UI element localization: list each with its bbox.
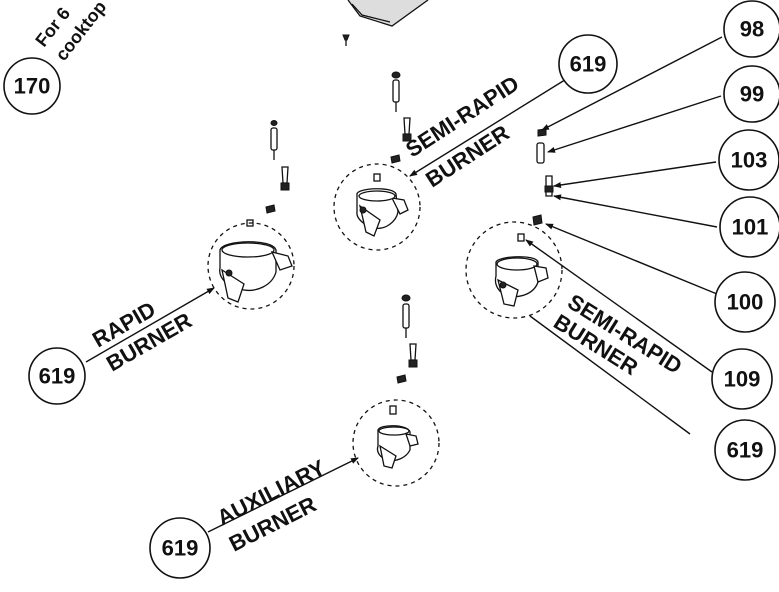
- callout-619-auxiliary-number: 619: [162, 536, 199, 561]
- callout-619-semi-rapid-right: 619: [714, 419, 776, 481]
- callout-619-rapid-number: 619: [39, 364, 76, 389]
- callout-619-rapid: 619: [28, 347, 86, 405]
- callout-170-number: 170: [14, 74, 51, 99]
- callout-100: 100: [714, 271, 776, 333]
- callout-101-number: 101: [732, 215, 769, 240]
- semi-rapid-burner-right-group: [465, 128, 563, 319]
- callout-170: 170: [3, 57, 61, 115]
- callout-100-number: 100: [727, 290, 764, 315]
- auxiliary-label: AUXILIARY BURNER: [207, 455, 359, 556]
- callout-619-semi-rapid-top: 619: [558, 34, 618, 94]
- callout-103-number: 103: [731, 148, 768, 173]
- rapid-label: RAPID BURNER: [85, 287, 215, 376]
- callout-99-number: 99: [740, 82, 764, 107]
- callout-619-auxiliary: 619: [149, 517, 211, 579]
- callout-619-semi-rapid-right-number: 619: [727, 438, 764, 463]
- auxiliary-burner-group: [352, 294, 440, 487]
- semi-rapid-right-label: SEMI-RAPID BURNER: [529, 289, 691, 435]
- cooktop-note: For 6 cooktop: [31, 0, 110, 64]
- leader-lines: [525, 36, 723, 373]
- callout-98: 98: [723, 0, 779, 58]
- callout-103: 103: [718, 129, 779, 191]
- callout-99: 99: [723, 65, 779, 123]
- callout-109: 109: [711, 348, 773, 410]
- callout-98-number: 98: [740, 17, 764, 42]
- cooktop-corner: [342, 0, 429, 46]
- callout-619-semi-rapid-top-number: 619: [570, 52, 607, 77]
- callout-101: 101: [719, 196, 779, 258]
- semi-rapid-burner-top-group: [333, 71, 421, 251]
- rapid-burner-group: [207, 120, 295, 310]
- callout-109-number: 109: [724, 367, 761, 392]
